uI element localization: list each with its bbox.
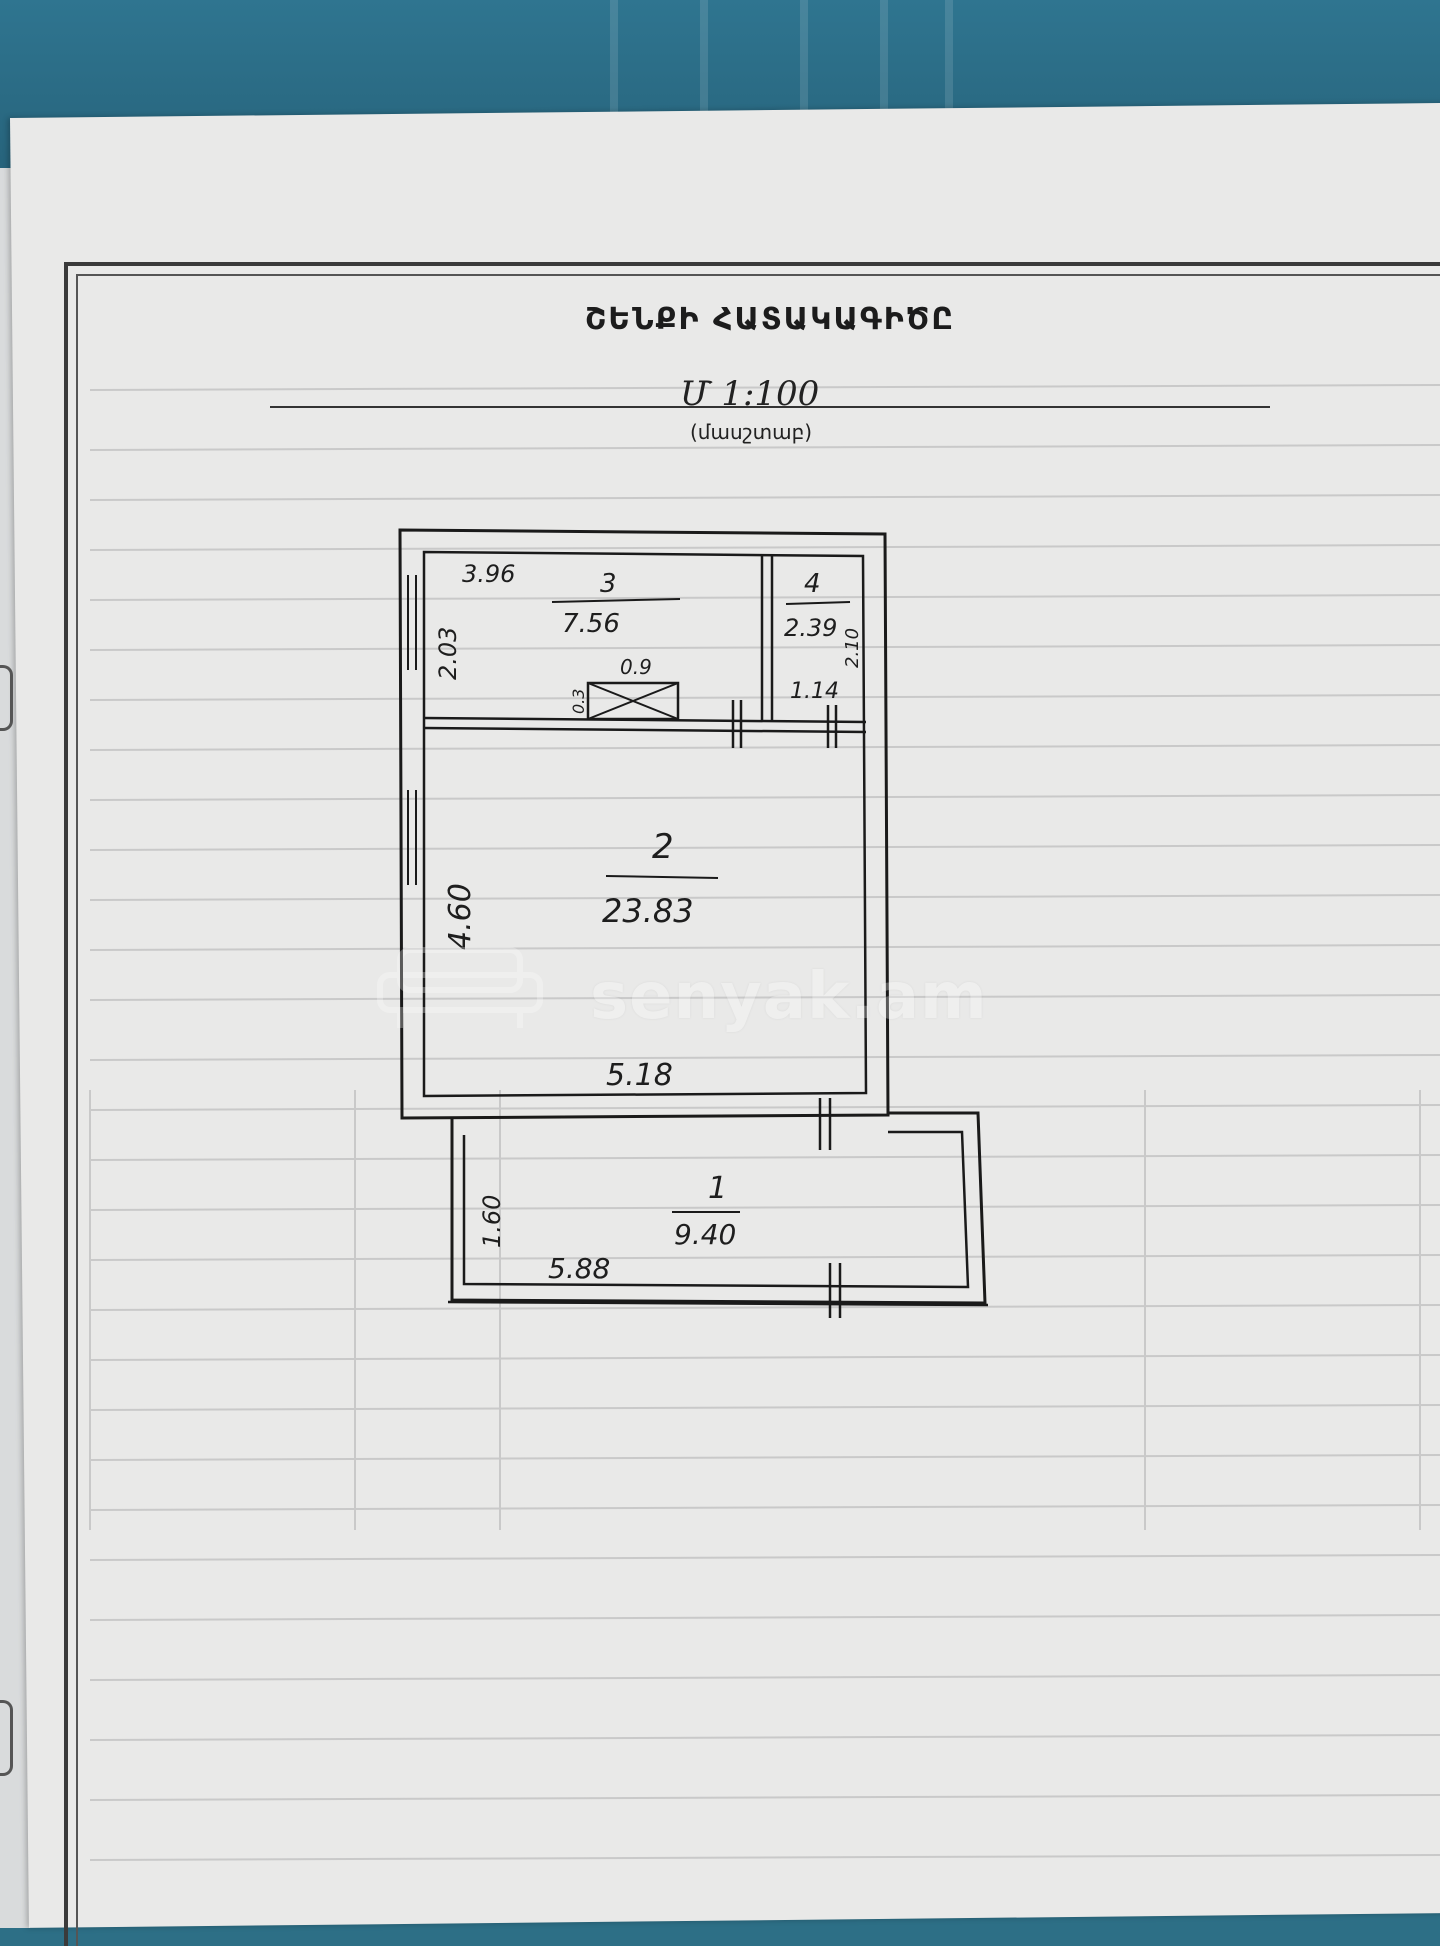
dim-room3-width: 3.96: [462, 560, 515, 588]
scale-value: Մ 1:100: [680, 374, 820, 414]
dim-shaft-depth: 0.3: [569, 689, 588, 714]
folder-divider: [800, 0, 808, 175]
room-4-area: 2.39: [784, 614, 837, 642]
dim-room2-width: 5.18: [606, 1058, 673, 1093]
folder-divider: [610, 0, 618, 175]
room-3-number: 3: [600, 569, 617, 599]
room-2-number: 2: [652, 827, 674, 867]
binder-ring: [0, 665, 13, 731]
page-border-outer: [64, 262, 1440, 1946]
scale-line: [270, 406, 1270, 408]
folder-divider: [880, 0, 888, 175]
watermark: senyak.am: [360, 920, 1120, 1040]
folder-divider: [700, 0, 708, 175]
page-border-inner: [76, 274, 1440, 1946]
room-1-area: 9.40: [674, 1218, 736, 1251]
sofa-icon: [377, 947, 543, 1028]
dim-shaft-width: 0.9: [620, 655, 652, 679]
dim-room2-depth: 4.60: [443, 883, 478, 950]
room-2-area: 23.83: [602, 892, 694, 930]
dim-room1-depth: 1.60: [478, 1195, 506, 1248]
room-1-number: 1: [708, 1171, 727, 1206]
dim-room1-width: 5.88: [548, 1252, 610, 1285]
binder-ring: [0, 1700, 13, 1776]
dim-room4-width: 1.14: [790, 679, 839, 704]
room-4-number: 4: [804, 569, 821, 599]
document-title: ՇԵՆՔԻ ՀԱՏԱԿԱԳԻԾԸ: [585, 302, 955, 337]
room-3-area: 7.56: [562, 609, 620, 639]
scale-caption: (մասշտաբ): [690, 420, 813, 444]
folder-divider: [945, 0, 953, 175]
watermark-text: senyak.am: [590, 960, 988, 1034]
dim-room4-depth: 2.10: [842, 628, 863, 668]
dim-room3-depth: 2.03: [434, 627, 462, 680]
